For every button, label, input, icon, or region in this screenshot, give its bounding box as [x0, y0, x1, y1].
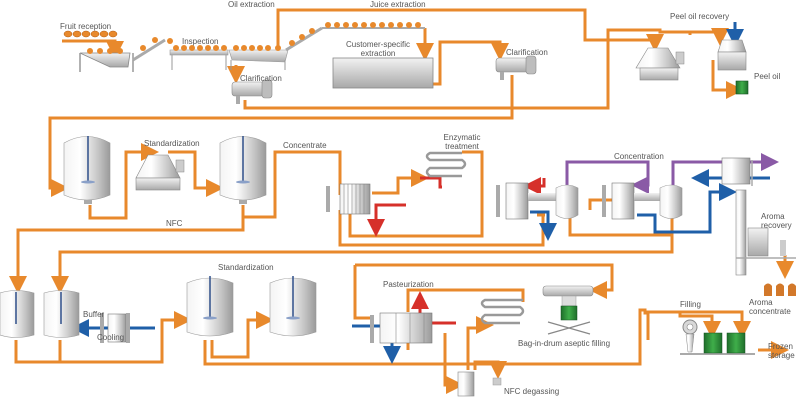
tank-1 [63, 136, 111, 204]
label-frozen-line-2: storage [768, 351, 795, 360]
inspection-conveyor [169, 45, 229, 70]
label-nfc-degassing: NFC degassing [504, 387, 560, 396]
buffer-tank-1 [0, 290, 35, 338]
label-fruit-reception: Fruit reception [60, 22, 112, 31]
label-bag-in-drum: Bag-in-drum aseptic filling [518, 339, 611, 348]
label-filling: Filling [680, 300, 701, 309]
evaporator-phe-1 [496, 182, 556, 220]
label-enzymatic-treatment: Enzymatic treatment [438, 133, 486, 151]
label-customer-specific-line-2: extraction [360, 49, 396, 58]
elevator-conveyor [132, 37, 173, 62]
evaporator-separator-2 [659, 184, 683, 219]
label-pasteurization: Pasteurization [383, 280, 434, 289]
peel-oil-drum [735, 80, 749, 95]
aroma-column [735, 189, 796, 276]
aroma-drums [764, 283, 796, 296]
label-nfc: NFC [166, 219, 183, 228]
label-oil-extraction: Oil extraction [228, 0, 275, 9]
cooling-phe [100, 313, 130, 343]
label-aroma-recovery: Aroma recovery [761, 212, 792, 230]
fruit-hopper [79, 48, 134, 72]
fruit-row-reception [63, 30, 118, 38]
std-tank-2 [269, 276, 317, 337]
evaporator-phe-2 [602, 182, 662, 220]
label-buffer: Buffer [83, 310, 105, 319]
tank-2 [219, 136, 267, 204]
evaporator-separator-1 [555, 184, 579, 219]
label-inspection: Inspection [182, 37, 219, 46]
peel-oil-polisher [717, 39, 747, 71]
label-concentration: Concentration [614, 152, 664, 161]
label-aroma-recovery-line-1: Aroma [761, 212, 785, 221]
customer-extractor [332, 57, 434, 89]
deaerator [457, 371, 502, 397]
label-aroma-concentrate-line-2: concentrate [749, 307, 791, 316]
standardization-separator [135, 154, 185, 191]
label-concentrate: Concentrate [283, 141, 327, 150]
std-tank-1 [186, 276, 234, 337]
label-customer-specific-extraction: Customer-specific extraction [338, 40, 418, 58]
drum-filler [680, 319, 755, 355]
label-aroma-concentrate: Aroma concentrate [749, 298, 791, 316]
label-standardization-1: Standardization [144, 139, 200, 148]
label-frozen-storage: Frozen storage [768, 342, 795, 360]
label-enzymatic-line-2: treatment [445, 142, 479, 151]
label-cooling: Cooling [97, 333, 125, 342]
label-clarification-2: Clarification [506, 48, 548, 57]
label-aroma-concentrate-line-1: Aroma [749, 298, 773, 307]
label-juice-extraction: Juice extraction [370, 0, 426, 9]
pasteurizer-phe [370, 312, 433, 344]
peel-oil-separator [635, 47, 685, 81]
label-customer-specific-line-1: Customer-specific [345, 40, 410, 49]
oil-extraction-conveyor [228, 26, 323, 70]
label-peel-oil: Peel oil [754, 72, 781, 81]
label-aroma-recovery-line-2: recovery [761, 221, 792, 230]
label-peel-oil-recovery: Peel oil recovery [670, 12, 730, 21]
enzymatic-holding-tube [425, 151, 467, 178]
buffer-tank-2 [43, 290, 80, 338]
clarification-decanter-1 [231, 79, 273, 104]
juice-extraction-conveyor [322, 22, 425, 29]
label-frozen-line-1: Frozen [768, 342, 793, 351]
label-standardization-2: Standardization [218, 263, 274, 272]
label-clarification-1: Clarification [240, 74, 282, 83]
label-enzymatic-line-1: Enzymatic [443, 133, 481, 142]
enzymatic-heat-exchanger [326, 183, 371, 215]
aseptic-filler [542, 285, 594, 335]
product-pipes [9, 8, 794, 394]
oil-pipe [276, 8, 640, 47]
condenser-phe [721, 157, 753, 186]
frozen-drums [703, 332, 746, 354]
pasteurizer-holding-tube [480, 298, 525, 325]
clarification-decanter-2 [495, 55, 537, 80]
